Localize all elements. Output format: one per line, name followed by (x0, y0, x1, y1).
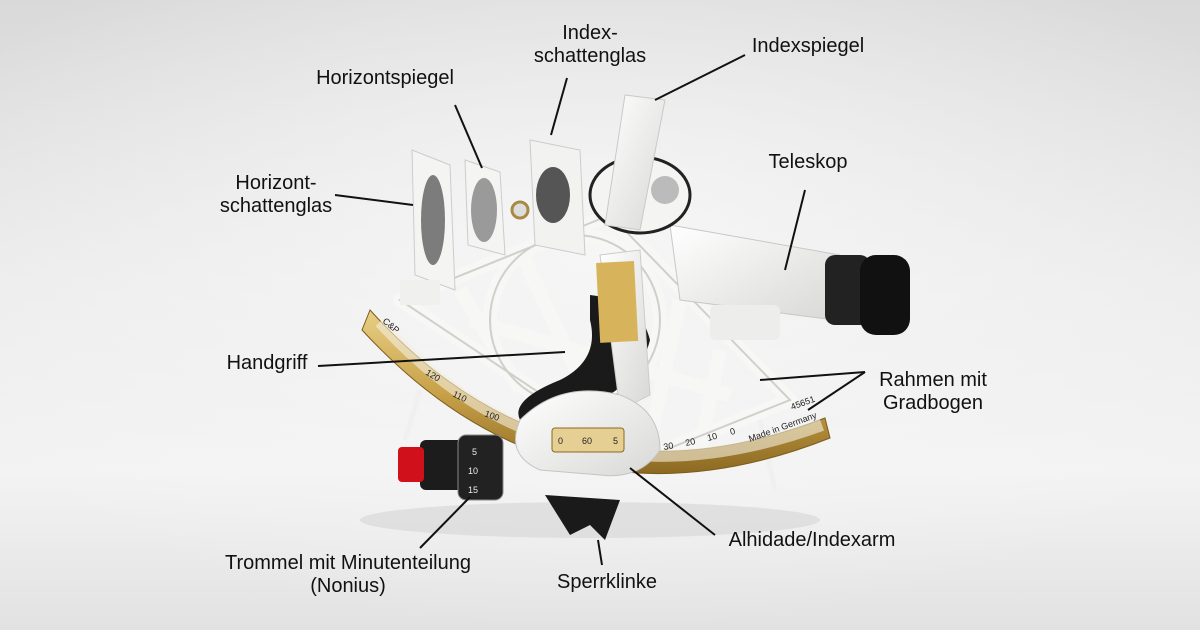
label-drum: Trommel mit Minutenteilung (Nonius) (225, 552, 471, 598)
index-mirror (588, 94, 692, 235)
micrometer-drum: 5 10 15 (398, 434, 504, 501)
arc-tick-label: 10 (706, 431, 718, 443)
vernier-label: 5 (613, 436, 618, 446)
arc-tick-label: 30 (663, 440, 675, 452)
label-line: schattenglas (219, 195, 333, 217)
horizon-mirror (464, 159, 506, 256)
telescope (669, 224, 910, 340)
label-pawl: Sperrklinke (556, 571, 658, 593)
drum-label: 5 (472, 447, 477, 457)
label-line: Index- (562, 22, 618, 44)
horizon-shade-glass (400, 149, 456, 305)
label-line: (Nonius) (310, 575, 386, 597)
arc-tick-label: 0 (729, 426, 737, 437)
label-horizon-mirror: Horizontspiegel (316, 67, 454, 89)
label-frame-arc: Rahmen mit Gradbogen (879, 369, 987, 415)
label-alidade: Alhidade/Indexarm (728, 529, 896, 551)
red-knob (398, 447, 424, 482)
label-line: Rahmen mit (879, 369, 987, 391)
leader-lines (317, 54, 866, 566)
label-handle: Handgriff (226, 352, 308, 374)
arc-tick-label: 20 (684, 436, 696, 448)
label-horizon-shade-glass: Horizont- schattenglas (220, 172, 332, 218)
vernier-label: 0 (558, 436, 563, 446)
index-shade-glass (510, 139, 586, 256)
alidade: 0 60 5 (515, 249, 661, 477)
label-line: Gradbogen (882, 392, 984, 414)
arc-tick-label: 100 (483, 408, 501, 423)
label-index-shade-glass: Index- schattenglas (534, 22, 646, 68)
label-telescope: Teleskop (768, 151, 848, 173)
label-line: Horizont- (235, 172, 317, 194)
vernier-label: 60 (582, 436, 592, 446)
label-index-mirror: Indexspiegel (751, 35, 865, 57)
label-line: Trommel mit Minutenteilung (224, 552, 472, 574)
label-line: schattenglas (533, 45, 647, 67)
drum-label: 10 (468, 466, 478, 476)
drum-label: 15 (468, 485, 478, 495)
pawl (545, 495, 620, 540)
